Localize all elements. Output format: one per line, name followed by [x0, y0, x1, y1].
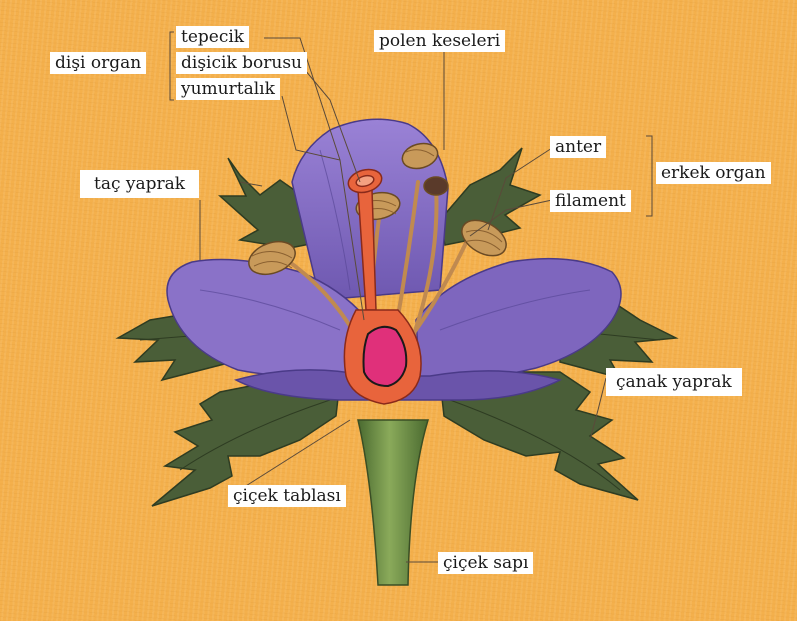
label-sepal: çanak yaprak [606, 368, 742, 396]
label-pistil: dişi organ [50, 52, 146, 74]
anther-5 [424, 177, 448, 195]
label-filament: filament [550, 190, 631, 212]
label-style: dişicik borusu [176, 52, 307, 74]
label-stamen: erkek organ [656, 162, 771, 184]
ovule [364, 327, 407, 386]
label-anther: anter [550, 136, 606, 158]
label-ovary: yumurtalık [176, 78, 280, 100]
brace-pistil [170, 32, 174, 100]
stem [358, 420, 428, 585]
label-stem: çiçek sapı [438, 552, 533, 574]
label-petal: taç yaprak [80, 170, 199, 198]
label-receptacle: çiçek tablası [228, 485, 346, 507]
label-stigma: tepecik [176, 26, 249, 48]
label-pollen-sacs: polen keseleri [374, 30, 505, 52]
brace-stamen [646, 136, 652, 216]
